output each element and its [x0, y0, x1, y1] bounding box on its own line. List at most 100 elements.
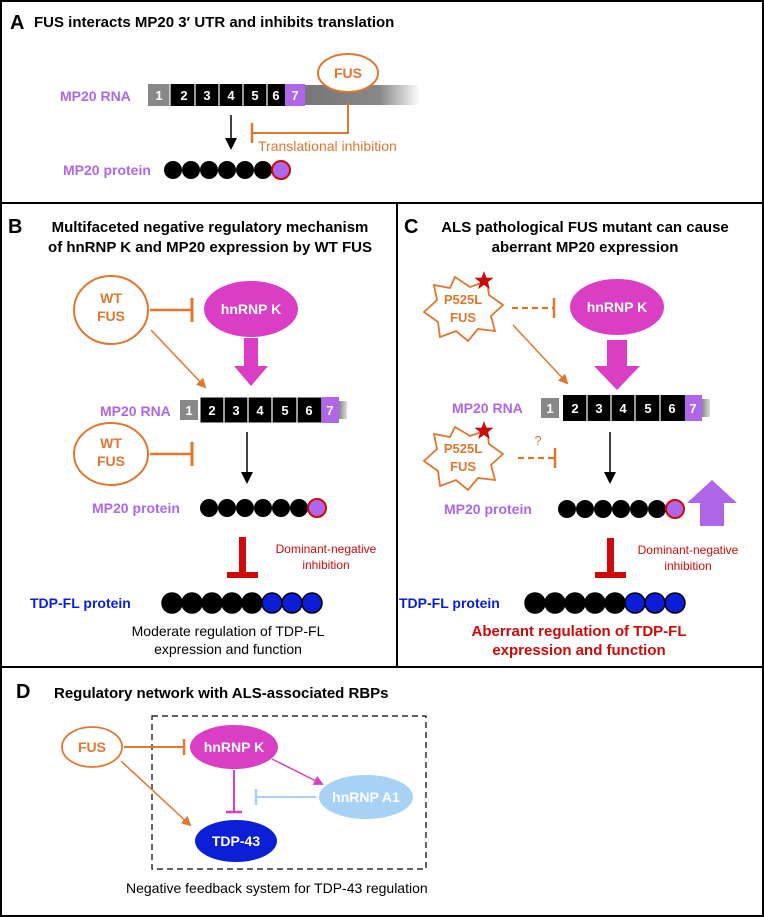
- exon-1: [180, 400, 198, 420]
- wt-fus-2-line2: FUS: [97, 453, 125, 469]
- dn-inhibit-stem: [239, 537, 246, 572]
- panel-a: A FUS interacts MP20 3′ UTR and inhibits…: [10, 12, 420, 180]
- exon-label: 5: [251, 88, 258, 103]
- exon-1: [541, 398, 559, 418]
- tdp43-oval: [195, 820, 277, 862]
- hnrnpk-label: hnRNP K: [221, 301, 281, 317]
- mutation-star-icon: [474, 421, 494, 439]
- mutant-rna-arrow: [512, 324, 569, 385]
- exon-label: 6: [272, 88, 279, 103]
- exon-label: 7: [689, 401, 696, 416]
- exon-label: 5: [281, 403, 288, 418]
- panel-b-title-2: of hnRNP K and MP20 expression by WT FUS: [48, 239, 372, 256]
- panel-a-letter: A: [10, 12, 24, 34]
- mp20-protein-chain-b: [200, 498, 327, 518]
- mp20-rna-label-c: MP20 RNA: [452, 400, 523, 416]
- dn-label-c-2: inhibition: [664, 559, 711, 573]
- exon-1: [148, 84, 170, 106]
- exon-label: 3: [595, 401, 602, 416]
- panel-c-title-2: aberrant MP20 expression: [492, 239, 679, 256]
- fus-label-d: FUS: [78, 739, 106, 755]
- mp20-protein-chain-c: [558, 499, 685, 519]
- dn-inhibit-bar-c: [595, 572, 626, 578]
- hnrnpk-oval-d: [190, 725, 278, 769]
- fus-oval-d: [61, 726, 123, 768]
- panel-d-caption: Negative feedback system for TDP-43 regu…: [126, 880, 428, 896]
- mp20-rna-label: MP20 RNA: [60, 88, 131, 104]
- inhibition-label: Translational inhibition: [258, 138, 397, 154]
- exon-label: 1: [185, 403, 192, 418]
- wt-fus-2-line1: WT: [100, 435, 122, 451]
- tdp-fl-label-c: TDP-FL protein: [399, 595, 500, 611]
- panel-d-title: Regulatory network with ALS-associated R…: [54, 685, 389, 702]
- exon-label: 5: [644, 401, 651, 416]
- dn-label-1: Dominant-negative: [276, 542, 377, 556]
- exon-label: 7: [326, 403, 333, 418]
- summary-c-1: Aberrant regulation of TDP-FL: [472, 623, 687, 640]
- mp20-rna-label-b: MP20 RNA: [100, 403, 171, 419]
- hnrnpk-strong-arrow: [594, 340, 640, 390]
- exon-7: [322, 397, 339, 423]
- mp20-protein-chain: [164, 160, 291, 180]
- utr-3: [339, 401, 347, 419]
- summary-c-2: expression and function: [492, 642, 665, 659]
- exon-label: 2: [208, 403, 215, 418]
- panel-b-title-1: Multifaceted negative regulatory mechani…: [52, 219, 369, 236]
- exon-block: [199, 396, 323, 424]
- fus-rna-arrow: [150, 329, 207, 389]
- mp20-protein-label-b: MP20 protein: [92, 500, 180, 516]
- summary-b-1: Moderate regulation of TDP-FL: [132, 623, 325, 639]
- mutation-star-icon: [474, 271, 494, 289]
- p525l-fus-shape-1: [422, 275, 505, 343]
- exon-label: 7: [291, 88, 298, 103]
- exon-label: 1: [155, 88, 162, 103]
- p525l-1-line2: FUS: [450, 310, 476, 325]
- hnrnpk-oval: [204, 281, 298, 337]
- hnrnpa1-label: hnRNP A1: [332, 789, 400, 805]
- utr-3: [702, 399, 710, 417]
- wt-fus-1-line1: WT: [100, 290, 122, 306]
- p525l-fus-shape-2: [422, 425, 505, 492]
- panel-c-title-1: ALS pathological FUS mutant can cause: [441, 219, 729, 236]
- mp20-protein-label-c: MP20 protein: [444, 501, 532, 517]
- mp20-protein-label: MP20 protein: [63, 162, 151, 178]
- wt-fus-oval-2: [73, 422, 149, 486]
- exon-label: 2: [571, 401, 578, 416]
- tdp-fl-chain-b: [161, 592, 323, 614]
- exon-label: 1: [546, 401, 553, 416]
- inhibition-line: [252, 103, 349, 134]
- dn-inhibit-stem-c: [607, 538, 614, 572]
- question-mark: ?: [534, 433, 541, 448]
- exon-label: 3: [232, 403, 239, 418]
- exon-label: 4: [227, 88, 235, 103]
- hnrnpk-to-rna-arrow: [234, 338, 268, 386]
- dn-inhibit-bar: [227, 572, 258, 578]
- p525l-2-line2: FUS: [450, 459, 476, 474]
- panel-d: D Regulatory network with ALS-associated…: [16, 681, 428, 896]
- fus-tdp43-arrow: [120, 760, 192, 827]
- exon-label: 4: [619, 401, 627, 416]
- panel-b-letter: B: [8, 216, 22, 238]
- p525l-2-line1: P525L: [444, 441, 482, 456]
- p525l-1-line1: P525L: [444, 292, 482, 307]
- exon-label: 6: [305, 403, 312, 418]
- exon-7: [685, 395, 702, 421]
- panel-d-letter: D: [16, 681, 30, 703]
- exon-7: [285, 84, 305, 106]
- panel-b: B Multifaceted negative regulatory mecha…: [8, 216, 377, 657]
- upregulation-arrow: [687, 480, 737, 526]
- tdp-fl-chain-c: [524, 592, 686, 614]
- hnrnpk-label-d: hnRNP K: [204, 739, 264, 755]
- exon-block: [170, 84, 285, 106]
- panel-c: C ALS pathological FUS mutant can cause …: [399, 216, 739, 659]
- exon-label: 3: [203, 88, 210, 103]
- dn-label-2: inhibition: [302, 558, 349, 572]
- tdp43-label: TDP-43: [212, 833, 260, 849]
- hnrnpk-oval-c: [570, 279, 664, 335]
- fus-label: FUS: [334, 65, 362, 81]
- panel-c-letter: C: [404, 216, 418, 238]
- wt-fus-oval-1: [73, 275, 149, 345]
- dn-label-c-1: Dominant-negative: [638, 543, 739, 557]
